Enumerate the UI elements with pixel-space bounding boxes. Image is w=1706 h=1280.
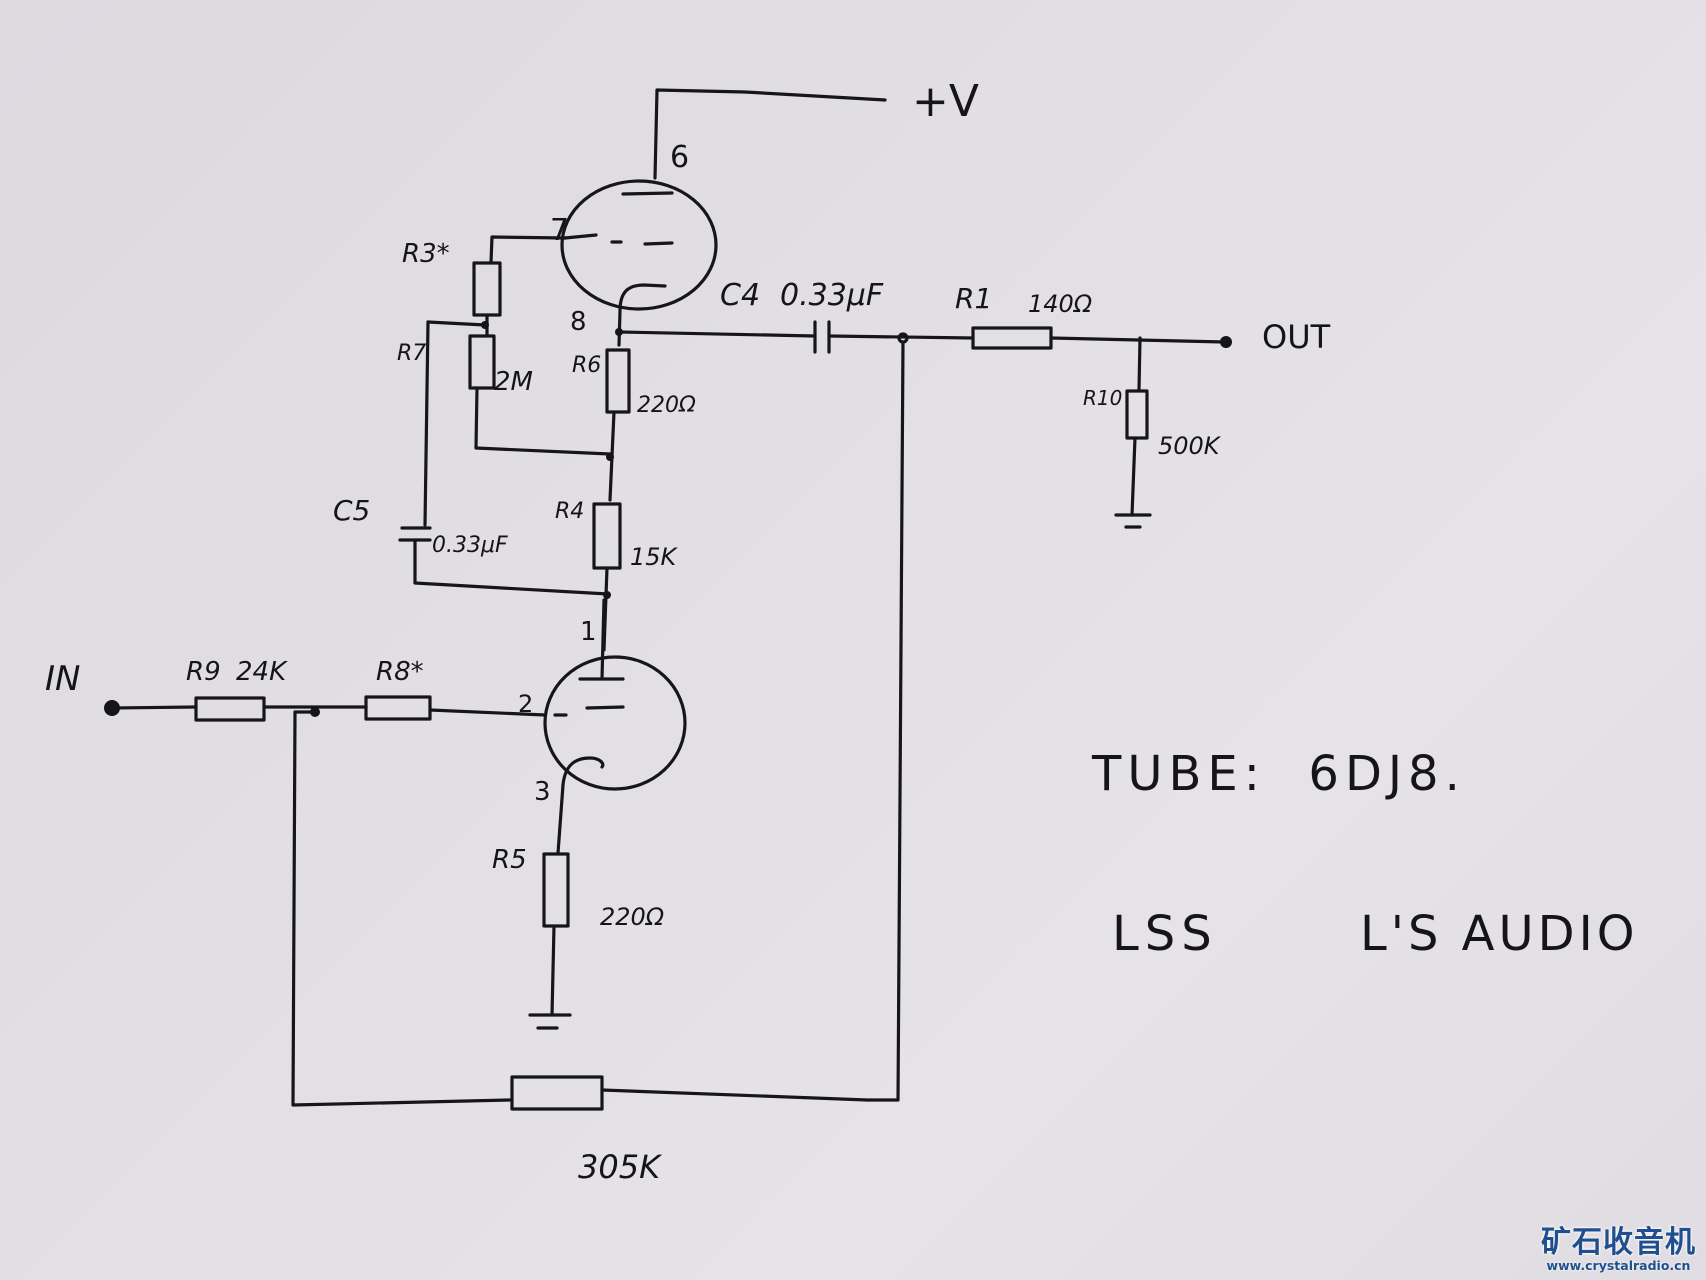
r10-ref: R10	[1083, 386, 1122, 410]
r7-bottom-wire	[474, 386, 612, 456]
r3-ref: R3*	[402, 239, 450, 269]
r5-ground-wire	[550, 924, 556, 1017]
pin-7-label: 7	[550, 213, 569, 248]
r5-ref: R5	[492, 845, 527, 875]
out-terminal	[1220, 336, 1232, 348]
c5-capacitor	[398, 526, 432, 542]
r4-ref: R4	[555, 499, 584, 524]
c4-capacitor	[813, 320, 831, 354]
pin-8-label: 8	[570, 307, 587, 337]
r8-resistor	[364, 695, 432, 721]
r5-resistor	[542, 852, 570, 928]
r4-plate1-node	[603, 591, 611, 599]
supply-label: +V	[912, 76, 979, 127]
r6-r4-node	[606, 453, 614, 461]
pin-1-label: 1	[580, 617, 597, 647]
c4-ref: C4	[720, 278, 760, 313]
upper-tube-plate	[621, 191, 674, 196]
r5-ground-icon	[528, 1013, 572, 1030]
upper-tube-envelope	[560, 179, 718, 311]
upper-tube-cathode	[618, 283, 667, 313]
r6-ref: R6	[572, 353, 601, 378]
r7-resistor	[468, 334, 496, 390]
r10-top-wire	[1137, 336, 1142, 392]
out-label: OUT	[1262, 318, 1331, 356]
c5-value: 0.33μF	[432, 533, 508, 558]
upper-tube	[560, 179, 718, 313]
r8-ref: R8*	[376, 657, 424, 687]
watermark: 矿石收音机 www.crystalradio.cn	[1541, 1224, 1696, 1274]
r10-value: 500K	[1158, 432, 1222, 460]
grid7-wire	[489, 235, 568, 264]
c4-right-wire	[827, 334, 975, 340]
in-label: IN	[45, 659, 80, 699]
r9-value: 24K	[236, 657, 288, 687]
r6-value: 220Ω	[637, 393, 696, 418]
c4-value: 0.33μF	[780, 278, 884, 313]
pin-3-label: 3	[534, 777, 551, 807]
lower-tube-envelope	[543, 655, 687, 791]
r1-value: 140Ω	[1028, 290, 1093, 318]
r7-ref: R7	[397, 341, 426, 366]
feedback-resistor	[510, 1075, 604, 1111]
r4-resistor	[592, 502, 622, 570]
r1-ref: R1	[955, 282, 992, 315]
feedback-resistor-value: 305K	[578, 1148, 663, 1186]
r4-value: 15K	[630, 543, 679, 571]
r3-resistor	[472, 261, 502, 317]
r6-resistor	[605, 348, 631, 414]
r9-resistor	[194, 696, 266, 722]
feedback-vertical-wire	[865, 340, 905, 1102]
r1-out-wire	[1049, 336, 1227, 344]
r10-ground-wire	[1130, 436, 1137, 517]
lower-tube-grid	[553, 705, 625, 717]
r7-value: 2M	[494, 367, 533, 397]
r10-ground-icon	[1114, 513, 1152, 529]
r1-resistor	[971, 326, 1053, 350]
credit-right: L'S AUDIO	[1360, 906, 1639, 962]
supply-wire	[653, 88, 887, 180]
lower-tube-cathode	[561, 756, 605, 787]
r8-grid2-wire	[428, 708, 547, 717]
cathode8-wire	[617, 309, 622, 347]
feedback-left-wire	[291, 710, 512, 1107]
watermark-title: 矿石收音机	[1541, 1224, 1696, 1260]
r10-resistor	[1125, 389, 1149, 440]
c5-top-wire	[423, 320, 430, 527]
pin-6-label: 6	[670, 140, 689, 175]
r9-ref: R9	[186, 657, 221, 687]
plate1-wire	[600, 598, 606, 681]
r5-value: 220Ω	[600, 903, 665, 931]
c5-bottom-wire	[413, 538, 610, 596]
credit-left: LSS	[1112, 906, 1218, 962]
feedback-right-wire	[600, 1088, 869, 1102]
c5-ref: C5	[333, 494, 370, 527]
c4-left-wire	[618, 330, 817, 338]
upper-tube-grid	[563, 233, 674, 246]
tube-note: TUBE: 6DJ8.	[1091, 746, 1466, 802]
cathode3-wire	[556, 783, 565, 855]
r7-tap-wire	[426, 320, 487, 327]
watermark-url: www.crystalradio.cn	[1546, 1257, 1691, 1273]
pin-2-label: 2	[518, 690, 533, 718]
lower-tube	[543, 655, 687, 791]
in-wire	[110, 705, 198, 710]
